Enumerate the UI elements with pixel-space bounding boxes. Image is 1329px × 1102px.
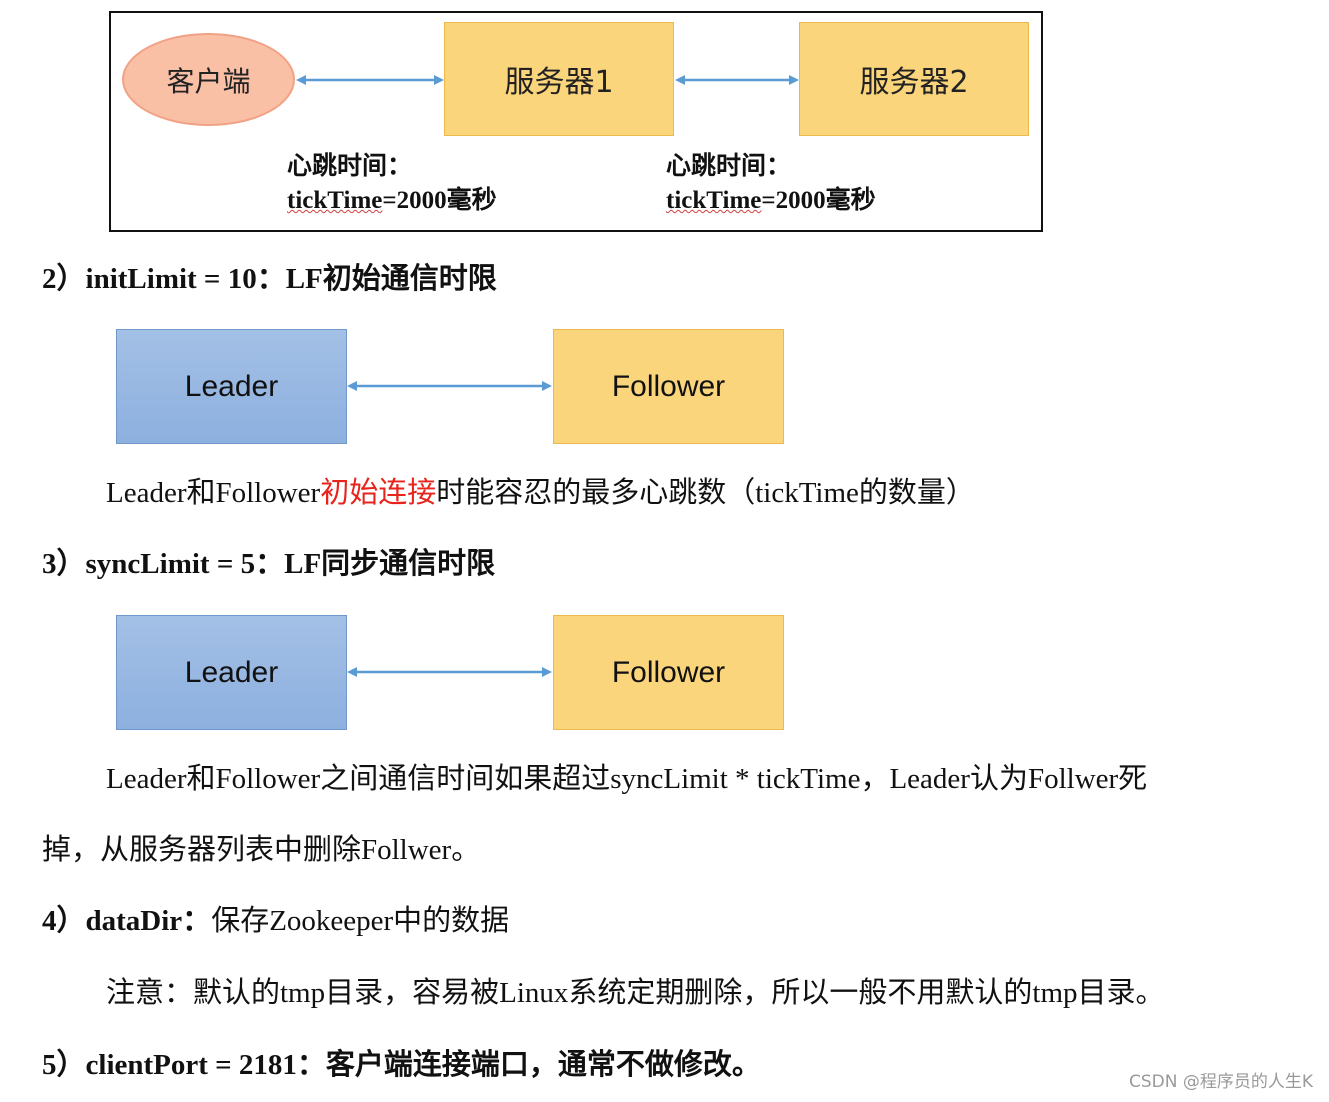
section-heading-initlimit: 2）initLimit = 10：LF初始通信时限 <box>42 263 497 295</box>
synclimit-description-line1: Leader和Follower之间通信时间如果超过syncLimit * tic… <box>106 763 1148 795</box>
section-heading-synclimit: 3）syncLimit = 5：LF同步通信时限 <box>42 548 496 580</box>
server1-node: 服务器1 <box>444 22 674 136</box>
section-heading-clientport: 5）clientPort = 2181：客户端连接端口，通常不做修改。 <box>42 1049 761 1081</box>
leader-follower-arrow <box>347 381 552 391</box>
server1-server2-arrow <box>675 75 799 85</box>
follower-box: Follower <box>553 329 784 444</box>
highlight-text: 初始连接 <box>320 477 437 509</box>
section-heading-datadir: 4）dataDir：保存Zookeeper中的数据 <box>42 905 510 937</box>
leader-box: Leader <box>116 329 347 444</box>
heartbeat-figure <box>109 11 1043 232</box>
tick-time-value: tickTime=2000毫秒 <box>287 187 497 214</box>
heartbeat-title: 心跳时间： <box>287 153 413 180</box>
leader-follower-arrow <box>347 667 552 677</box>
tick-time-value: tickTime=2000毫秒 <box>666 187 876 214</box>
synclimit-description-line2: 掉，从服务器列表中删除Follwer。 <box>42 834 481 866</box>
initlimit-description: Leader和Follower初始连接时能容忍的最多心跳数（tickTime的数… <box>106 477 975 509</box>
leader-box: Leader <box>116 615 347 730</box>
client-server1-arrow <box>296 75 444 85</box>
heartbeat-label-right: 心跳时间： tickTime=2000毫秒 <box>666 150 876 218</box>
heartbeat-label-left: 心跳时间： tickTime=2000毫秒 <box>287 150 497 218</box>
server2-node: 服务器2 <box>799 22 1029 136</box>
client-node: 客户端 <box>122 33 295 126</box>
datadir-note: 注意：默认的tmp目录，容易被Linux系统定期删除，所以一般不用默认的tmp目… <box>106 977 1165 1009</box>
follower-box: Follower <box>553 615 784 730</box>
heartbeat-title: 心跳时间： <box>666 153 792 180</box>
watermark: CSDN @程序员的人生K <box>1128 1072 1313 1092</box>
